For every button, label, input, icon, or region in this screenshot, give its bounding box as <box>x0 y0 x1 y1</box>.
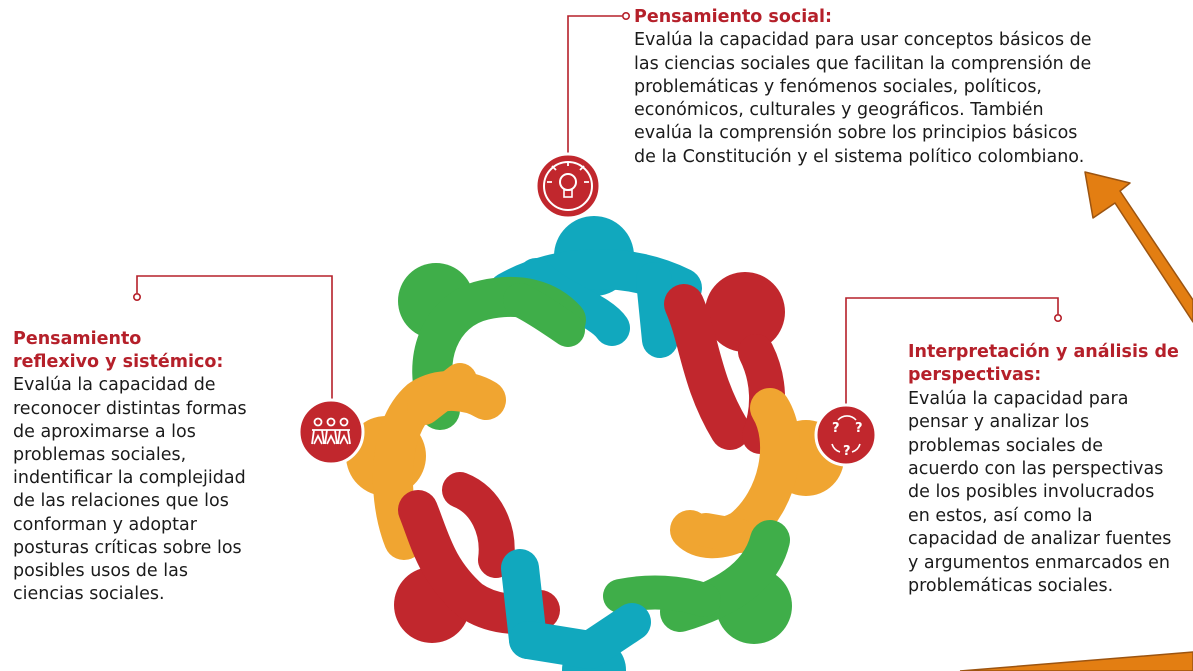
connector-perspectivas <box>845 297 1063 420</box>
people-circle-figure <box>346 216 844 671</box>
annotation-arrow-bottom <box>959 651 1193 671</box>
figure-person-orange-left <box>346 363 506 560</box>
lightbulb-icon <box>534 152 602 220</box>
connector-social <box>567 12 630 182</box>
svg-text:?: ? <box>855 421 863 436</box>
block-body: Evalúa la capacidad para usar conceptos … <box>634 30 1092 167</box>
block-title: Pensamiento social: <box>634 7 833 27</box>
people-group-icon <box>297 398 365 466</box>
question-cycle-icon: ? ? ? <box>814 403 878 467</box>
svg-text:?: ? <box>832 421 840 436</box>
figure-person-green-bottom-right <box>603 520 792 644</box>
text-block-interpretacion-perspectivas: Interpretación y análisis de perspectiva… <box>908 341 1193 598</box>
block-body: Evalúa la capacidad de reconocer distint… <box>13 375 247 605</box>
text-block-pensamiento-social: Pensamiento social: Evalúa la capacidad … <box>634 6 1134 169</box>
figure-person-green-top-left <box>398 263 586 430</box>
connector-reflexivo <box>133 275 333 420</box>
svg-text:?: ? <box>843 444 851 459</box>
block-title: Interpretación y análisis de perspectiva… <box>908 342 1179 386</box>
figure-person-teal-bottom <box>501 549 651 671</box>
block-title: Pensamiento reflexivo y sistémico: <box>13 329 224 373</box>
block-body: Evalúa la capacidad para pensar y analiz… <box>908 388 1172 597</box>
annotation-arrow-up <box>1084 171 1193 323</box>
text-block-pensamiento-reflexivo: Pensamiento reflexivo y sistémico: Evalú… <box>13 328 303 606</box>
